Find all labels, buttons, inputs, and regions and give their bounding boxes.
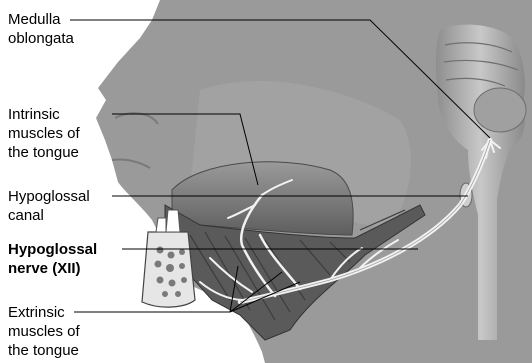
label-intrinsic-muscles: Intrinsic muscles of the tongue <box>8 105 80 162</box>
label-hypoglossal-canal: Hypoglossal canal <box>8 187 90 225</box>
intrinsic-line-1: Intrinsic <box>8 105 80 124</box>
label-extrinsic-muscles: Extrinsic muscles of the tongue <box>8 303 80 360</box>
extrinsic-line-3: the tongue <box>8 341 80 360</box>
extrinsic-line-1: Extrinsic <box>8 303 80 322</box>
medulla-line-2: oblongata <box>8 29 74 48</box>
intrinsic-line-3: the tongue <box>8 143 80 162</box>
intrinsic-line-2: muscles of <box>8 124 80 143</box>
extrinsic-line-2: muscles of <box>8 322 80 341</box>
canal-line-1: Hypoglossal <box>8 187 90 206</box>
label-hypoglossal-nerve: Hypoglossal nerve (XII) <box>8 240 97 278</box>
nerve-line-1: Hypoglossal <box>8 240 97 259</box>
medulla-line-1: Medulla <box>8 10 74 29</box>
nerve-line-2: nerve (XII) <box>8 259 97 278</box>
label-medulla-oblongata: Medulla oblongata <box>8 10 74 48</box>
pons-bulge <box>474 88 526 132</box>
canal-line-2: canal <box>8 206 90 225</box>
